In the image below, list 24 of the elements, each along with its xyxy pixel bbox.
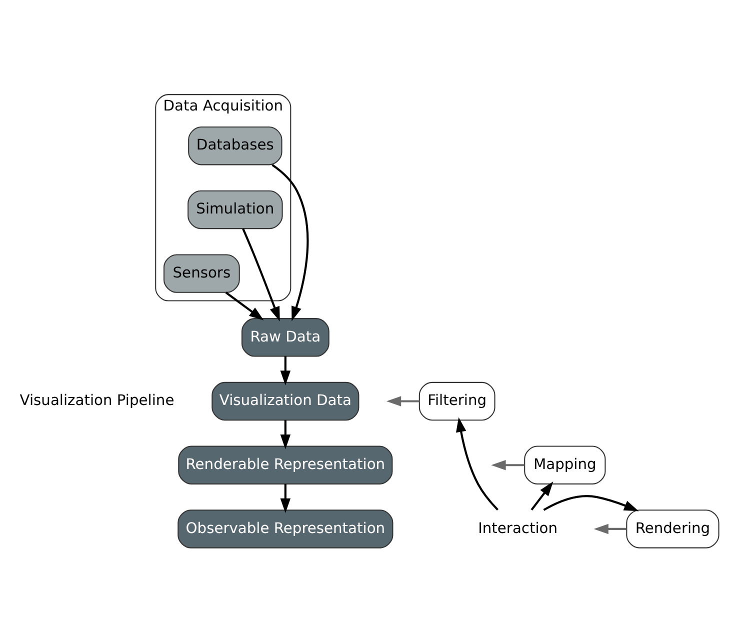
label: Visualization Pipeline (20, 392, 174, 409)
node-text: Interaction (478, 519, 558, 536)
node-box: Observable Representation (178, 509, 394, 548)
node-box: Sensors (163, 254, 240, 292)
arrow (456, 416, 498, 510)
arrow (386, 396, 420, 406)
node-box: Visualization Data (212, 381, 360, 420)
arrow (280, 356, 291, 385)
node-box: Rendering (626, 509, 720, 548)
arrow (530, 481, 554, 510)
arrow (242, 228, 280, 321)
arrow (225, 291, 264, 320)
arrow (280, 420, 291, 449)
arrow (543, 494, 639, 511)
arrow (491, 459, 524, 470)
node-box: Simulation (188, 190, 283, 229)
node-box: Filtering (418, 381, 496, 420)
arrow (594, 523, 627, 534)
node-box: Databases (188, 126, 282, 165)
node-box: Renderable Representation (178, 445, 393, 484)
node-box: Raw Data (241, 318, 330, 356)
arrow (272, 164, 309, 321)
node-box: Mapping (524, 445, 606, 484)
arrow (280, 484, 291, 513)
